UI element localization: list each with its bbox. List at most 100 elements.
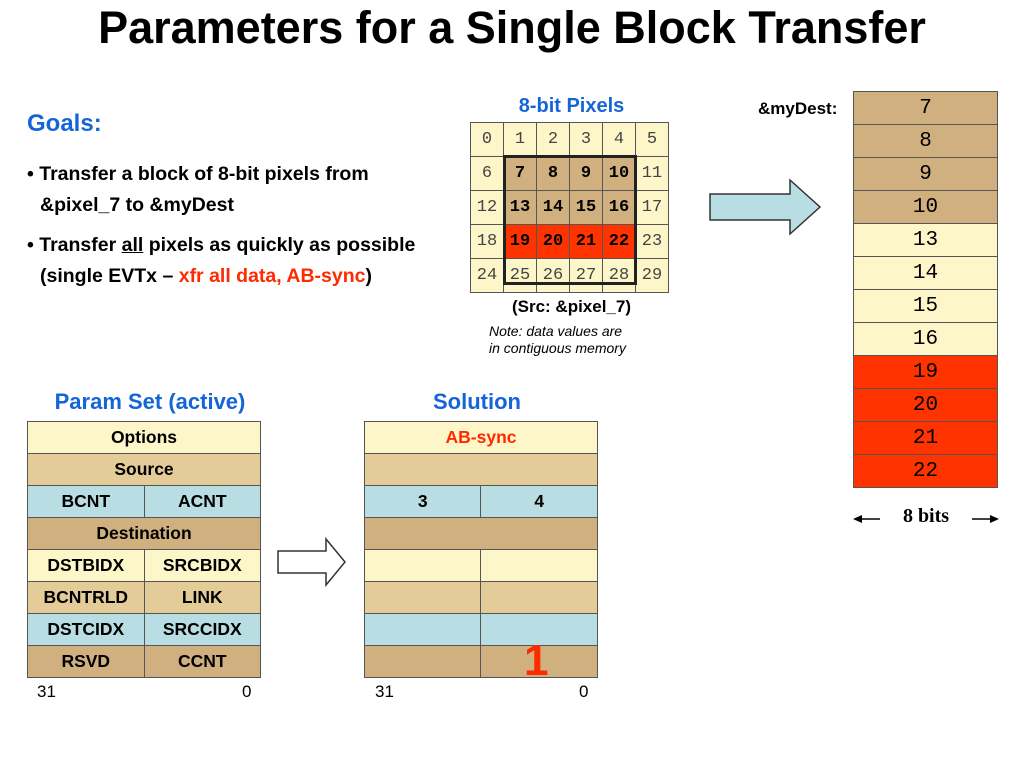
pixel-cell-highlighted: 19 <box>503 224 537 259</box>
dest-cell: 8 <box>853 124 998 158</box>
param-bcnt: BCNT <box>27 485 145 518</box>
bits-label: 8 bits <box>902 505 950 527</box>
param-dstbidx: DSTBIDX <box>27 549 145 582</box>
solution-srcbidx <box>480 549 598 582</box>
goals-heading: Goals: <box>27 110 102 137</box>
solution-srccidx <box>480 613 598 646</box>
goal-1-line-2: &pixel_7 to &myDest <box>40 194 234 216</box>
width-arrows-icon <box>853 515 999 523</box>
pixel-cell: 28 <box>602 258 636 293</box>
pixel-cell-selected: 13 <box>503 190 537 225</box>
goal-2-underlined: all <box>121 234 144 256</box>
pixel-cell-highlighted: 20 <box>536 224 570 259</box>
dest-cell: 14 <box>853 256 998 290</box>
solution-source <box>364 453 598 486</box>
bullet-marker: • <box>27 163 34 185</box>
pixel-grid: 0 1 2 3 4 5 6 7 8 9 10 11 12 13 14 15 16… <box>470 122 669 293</box>
destination-memory: 7 8 9 10 13 14 15 16 19 20 21 22 <box>853 91 998 488</box>
param-acnt: ACNT <box>143 485 262 518</box>
pixel-cell: 1 <box>503 122 537 157</box>
param-bit-low: 0 <box>242 682 252 701</box>
solution-bcntrld <box>363 581 482 614</box>
pixel-cell-selected: 14 <box>536 190 570 225</box>
dest-cell: 19 <box>853 355 998 389</box>
dest-cell: 20 <box>853 388 998 422</box>
pixel-cell: 6 <box>470 156 504 191</box>
note-line-1: Note: data values are <box>489 323 623 339</box>
param-ccnt: CCNT <box>143 645 262 678</box>
goal-bullet-1: • Transfer a block of 8-bit pixels from … <box>27 159 369 221</box>
pixel-cell-selected: 8 <box>536 156 570 191</box>
goal-2-line-2-post: ) <box>365 265 372 287</box>
pixel-cell: 2 <box>536 122 570 157</box>
pixel-cell-selected: 9 <box>569 156 603 191</box>
pixel-cell: 3 <box>569 122 603 157</box>
param-link: LINK <box>143 581 262 614</box>
dest-cell: 9 <box>853 157 998 191</box>
goal-2-text-pre: Transfer <box>39 234 122 256</box>
goal-1-line-1: Transfer a block of 8-bit pixels from <box>39 163 369 185</box>
solution-ccnt: 1 <box>524 636 549 685</box>
solution-dstcidx <box>363 613 482 646</box>
pixel-cell: 4 <box>602 122 636 157</box>
solution-ccnt-cell <box>480 645 598 678</box>
param-set-table: Options Source BCNT ACNT Destination DST… <box>27 421 262 678</box>
dest-cell: 22 <box>853 454 998 488</box>
solution-acnt: 4 <box>480 485 598 518</box>
pixel-cell-highlighted: 21 <box>569 224 603 259</box>
solution-options: AB-sync <box>364 421 598 454</box>
pixel-cell: 29 <box>635 258 669 293</box>
param-destination: Destination <box>27 517 261 550</box>
slide-title: Parameters for a Single Block Transfer <box>98 2 926 53</box>
pixel-cell-highlighted: 22 <box>602 224 636 259</box>
pixel-cell: 26 <box>536 258 570 293</box>
pixel-cell: 27 <box>569 258 603 293</box>
param-source: Source <box>27 453 261 486</box>
pixel-cell: 5 <box>635 122 669 157</box>
param-bit-high: 31 <box>37 682 56 701</box>
goal-2-text-post: pixels as quickly as possible <box>143 234 416 256</box>
solution-bit-low: 0 <box>579 682 589 701</box>
pixel-cell: 0 <box>470 122 504 157</box>
solution-table: AB-sync 3 4 <box>363 421 598 678</box>
pixel-cell: 18 <box>470 224 504 259</box>
pixel-cell-selected: 16 <box>602 190 636 225</box>
solution-bit-high: 31 <box>375 682 394 701</box>
pixel-cell: 23 <box>635 224 669 259</box>
dest-cell: 10 <box>853 190 998 224</box>
param-options: Options <box>27 421 261 454</box>
solution-rsvd <box>363 645 482 678</box>
dest-cell: 15 <box>853 289 998 323</box>
param-bcntrld: BCNTRLD <box>27 581 145 614</box>
solution-bcnt: 3 <box>363 485 482 518</box>
goal-bullet-2: • Transfer all pixels as quickly as poss… <box>27 230 415 292</box>
param-srccidx: SRCCIDX <box>143 613 262 646</box>
dest-cell: 21 <box>853 421 998 455</box>
pixel-cell-selected: 10 <box>602 156 636 191</box>
pixel-cell-selected: 15 <box>569 190 603 225</box>
dest-cell: 13 <box>853 223 998 257</box>
solution-heading: Solution <box>433 389 521 414</box>
param-rsvd: RSVD <box>27 645 145 678</box>
mapping-arrow-icon <box>277 537 346 587</box>
dest-cell: 7 <box>853 91 998 125</box>
pixel-cell-selected: 7 <box>503 156 537 191</box>
pixel-cell: 25 <box>503 258 537 293</box>
solution-dstbidx <box>363 549 482 582</box>
bullet-marker: • <box>27 234 34 256</box>
mydest-label: &myDest: <box>758 99 838 118</box>
pixel-cell: 24 <box>470 258 504 293</box>
source-label: (Src: &pixel_7) <box>511 297 632 316</box>
pixels-heading: 8-bit Pixels <box>518 95 625 117</box>
param-dstcidx: DSTCIDX <box>27 613 145 646</box>
pixel-cell: 11 <box>635 156 669 191</box>
solution-link <box>480 581 598 614</box>
pixel-cell: 17 <box>635 190 669 225</box>
solution-destination <box>364 517 598 550</box>
param-srcbidx: SRCBIDX <box>143 549 262 582</box>
dest-cell: 16 <box>853 322 998 356</box>
param-set-heading: Param Set (active) <box>54 389 246 414</box>
goal-2-line-2-pre: (single EVTx – <box>40 265 179 287</box>
goal-2-highlight: xfr all data, AB-sync <box>178 265 366 287</box>
note-line-2: in contiguous memory <box>489 340 626 356</box>
